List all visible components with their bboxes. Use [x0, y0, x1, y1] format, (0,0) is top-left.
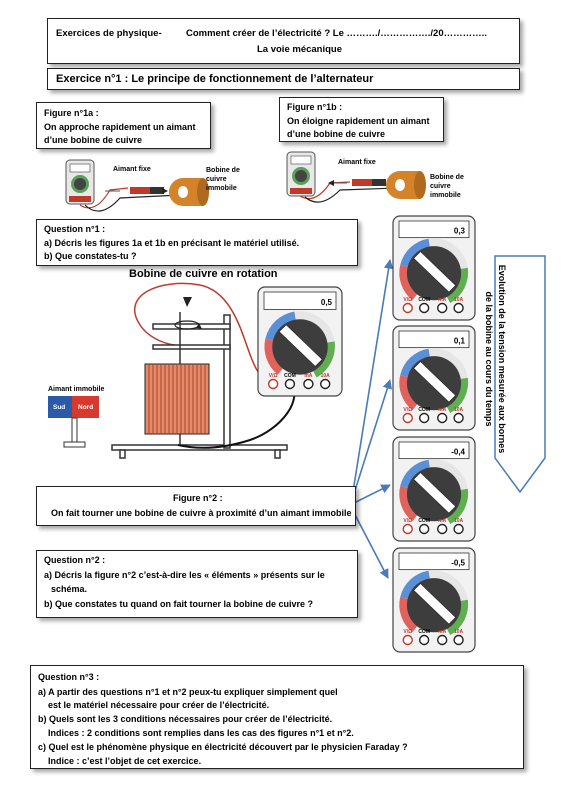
q2-a2: schéma. — [51, 584, 88, 594]
meter-jack-label: COM — [418, 629, 430, 635]
fig1a-box: Figure n°1a : On approche rapidement un … — [36, 102, 211, 149]
fig1b-magnet — [328, 179, 386, 186]
meter-jack-label: 10A — [321, 373, 331, 379]
fig1a-coil-label: Bobine de cuivre immobile — [206, 167, 240, 192]
meter-jack-label: V/Ω — [403, 297, 412, 303]
evolution-multimeter: V/Ω COM mA 10A 0,1 — [392, 325, 476, 431]
meter-jack-label: mA — [304, 373, 312, 379]
fig2-stand — [111, 312, 288, 459]
fig1a-multimeter — [65, 159, 95, 205]
fig1b-text: On éloigne rapidement un aimant d’une bo… — [287, 116, 430, 139]
evolution-multimeter: V/Ω COM mA 10A 0,3 — [392, 215, 476, 321]
q1-title: Question n°1 : — [44, 224, 106, 234]
meter-jack-label: COM — [418, 407, 430, 413]
meter-jack-label: mA — [438, 297, 446, 303]
meter-jack-label: V/Ω — [403, 518, 412, 524]
q3-title: Question n°3 : — [38, 672, 100, 682]
meter-jack-label: mA — [438, 629, 446, 635]
meter-jack-label: 10A — [454, 629, 464, 635]
meter-jack-label: 10A — [454, 518, 464, 524]
q3-b-hint: Indices : 2 conditions sont remplies dan… — [48, 728, 354, 738]
meter-reading: -0,4 — [451, 447, 465, 456]
fig1b-multimeter — [286, 151, 316, 197]
header-box: Exercices de physique- Comment créer de … — [47, 18, 520, 64]
q3-a1: a) A partir des questions n°1 et n°2 peu… — [38, 687, 338, 697]
meter-jack-label: 10A — [454, 407, 464, 413]
q1-b: b) Que constates-tu ? — [44, 251, 137, 261]
fig2-magnet-label: Aimant immobile — [48, 386, 105, 393]
fig1b-box: Figure n°1b : On éloigne rapidement un a… — [279, 97, 444, 142]
fig2-sud-label: Sud — [53, 404, 66, 411]
q2-box: Question n°2 : a) Décris la figure n°2 c… — [36, 550, 358, 618]
meter-jack-label: COM — [418, 518, 430, 524]
fig2-heading: Bobine de cuivre en rotation — [129, 268, 278, 280]
q2-a1: a) Décris la figure n°2 c’est-à-dire les… — [44, 570, 325, 580]
q2-title: Question n°2 : — [44, 555, 106, 565]
header-subtitle: La voie mécanique — [257, 44, 343, 55]
fig1b-coil — [386, 171, 426, 199]
header-left: Exercices de physique- — [56, 28, 162, 39]
rotation-icon — [174, 297, 202, 330]
meter-jack-label: V/Ω — [403, 629, 412, 635]
q1-a: a) Décris les figures 1a et 1b en précis… — [44, 238, 300, 248]
fig2-coil — [144, 363, 210, 435]
meter-jack-label: mA — [438, 407, 446, 413]
evolution-multimeter: V/Ω COM mA 10A -0,5 — [392, 547, 476, 653]
fig1a-text: On approche rapidement un aimant d’une b… — [44, 122, 196, 145]
exercise-title: Exercice n°1 : Le principe de fonctionne… — [56, 73, 374, 85]
meter-reading: 0,1 — [454, 336, 466, 345]
q3-box: Question n°3 : a) A partir des questions… — [30, 665, 524, 769]
meter-reading: 0,5 — [321, 298, 333, 307]
fig2-text: On fait tourner une bobine de cuivre à p… — [51, 508, 352, 518]
q3-a2: est le matériel nécessaire pour créer de… — [48, 700, 270, 710]
q3-b: b) Quels sont les 3 conditions nécessair… — [38, 714, 333, 724]
evolution-multimeter: V/Ω COM mA 10A -0,4 — [392, 436, 476, 542]
header-title: Comment créer de l’électricité ? Le ……….… — [186, 28, 487, 39]
meter-jack-label: COM — [284, 373, 296, 379]
meter-jack-label: 10A — [454, 297, 464, 303]
q3-c-hint: Indice : c’est l’objet de cet exercice. — [48, 756, 202, 766]
meter-jack-label: V/Ω — [269, 373, 278, 379]
fig1b-title: Figure n°1b : — [287, 102, 343, 112]
q3-c: c) Quel est le phénomène physique en éle… — [38, 742, 408, 752]
meter-jack-label: COM — [418, 297, 430, 303]
fig2-nord-label: Nord — [78, 404, 94, 411]
fig2-multimeter: V/Ω COM mA 10A 0,5 — [257, 286, 343, 397]
exercise-title-box: Exercice n°1 : Le principe de fonctionne… — [47, 68, 520, 90]
fig1a-coil — [169, 178, 209, 206]
fig2-box: Figure n°2 : On fait tourner une bobine … — [36, 486, 356, 526]
meter-jack-label: mA — [438, 518, 446, 524]
fig1a-magnet-label: Aimant fixe — [113, 166, 151, 173]
fig1a-title: Figure n°1a : — [44, 108, 99, 118]
fig1b-coil-label: Bobine de cuivre immobile — [430, 174, 464, 199]
q2-b: b) Que constates tu quand on fait tourne… — [44, 599, 314, 609]
fig1b-magnet-label: Aimant fixe — [338, 159, 376, 166]
fig1a-magnet — [105, 187, 168, 194]
meter-reading: 0,3 — [454, 226, 466, 235]
meter-reading: -0,5 — [451, 558, 465, 567]
meter-jack-label: V/Ω — [403, 407, 412, 413]
fig2-title: Figure n°2 : — [173, 493, 223, 503]
q1-box: Question n°1 : a) Décris les figures 1a … — [36, 219, 358, 266]
